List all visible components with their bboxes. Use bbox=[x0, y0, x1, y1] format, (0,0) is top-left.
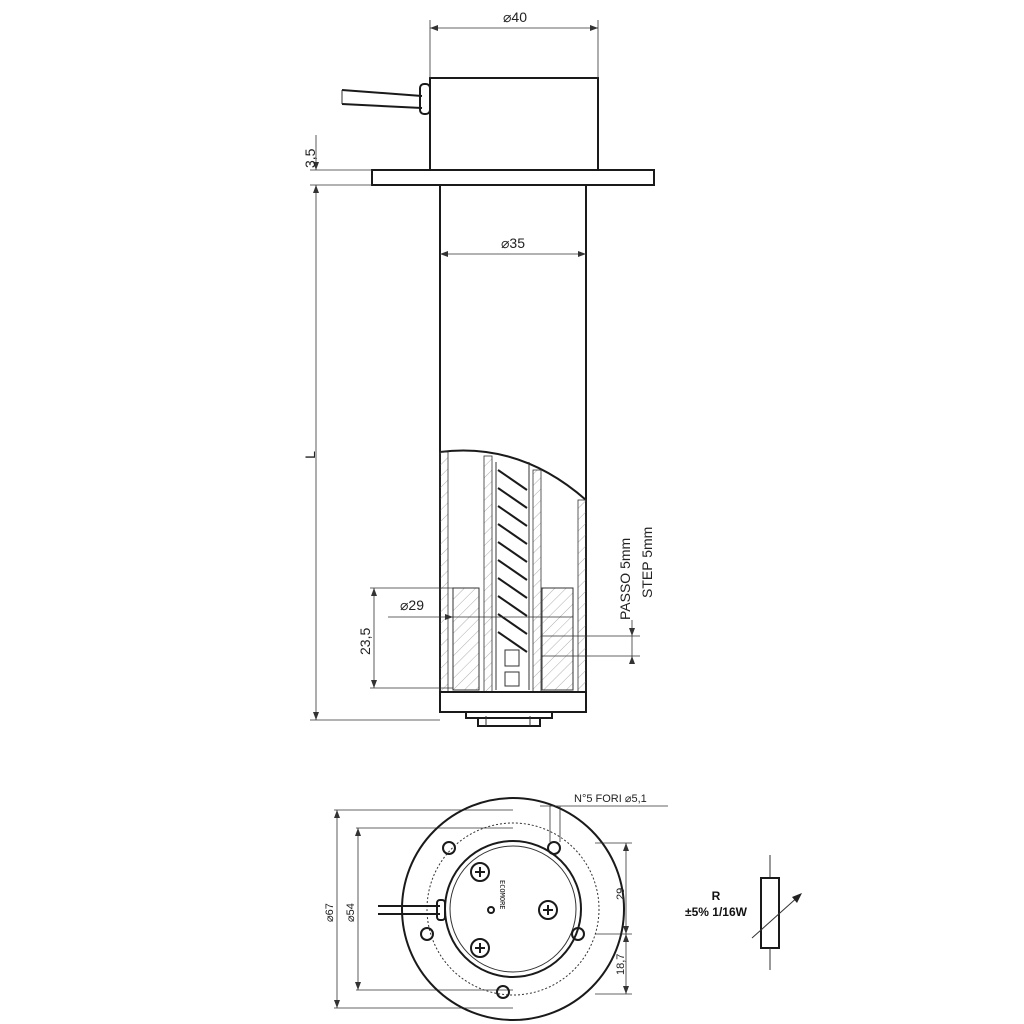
bolt-holes bbox=[420, 841, 585, 999]
dim-dia-54: ⌀54 bbox=[345, 828, 361, 990]
cutaway-section bbox=[439, 451, 587, 693]
bottom-cap bbox=[439, 691, 587, 727]
label-dim-187: 18,7 bbox=[615, 954, 627, 975]
cable bbox=[341, 83, 431, 115]
label-holes: N°5 FORI ⌀5,1 bbox=[574, 793, 647, 805]
label-dia-outer: ⌀67 bbox=[324, 903, 336, 922]
reed-chain bbox=[495, 462, 530, 690]
flange-outer bbox=[401, 797, 625, 1021]
label-step: STEP 5mm bbox=[639, 527, 655, 598]
dim-29-187: 29 18,7 bbox=[595, 842, 632, 995]
screws bbox=[470, 862, 558, 958]
side-view: ⌀40 ⌀35 3,5 L bbox=[302, 9, 655, 727]
cable-top bbox=[378, 899, 446, 921]
bolt-circle bbox=[426, 822, 600, 996]
label-float-h: 23,5 bbox=[357, 628, 373, 655]
dim-dia-35: ⌀35 bbox=[440, 235, 586, 257]
label-flange-thk: 3,5 bbox=[302, 148, 318, 168]
label-res-r: R bbox=[712, 889, 721, 903]
float bbox=[452, 587, 480, 691]
label-dia-tube: ⌀35 bbox=[501, 235, 525, 251]
holes-callout: N°5 FORI ⌀5,1 bbox=[540, 793, 668, 842]
dim-dia-29: ⌀29 bbox=[370, 587, 573, 689]
label-length: L bbox=[302, 451, 318, 459]
label-dim-29: 29 bbox=[615, 888, 627, 900]
dim-length: L bbox=[302, 185, 440, 721]
label-res-spec: ±5% 1/16W bbox=[685, 905, 748, 919]
head-outline bbox=[444, 840, 582, 978]
dim-step: PASSO 5mm STEP 5mm bbox=[541, 527, 655, 664]
dim-dia-40: ⌀40 bbox=[429, 9, 599, 78]
flange bbox=[371, 169, 655, 186]
dim-flange: 3,5 bbox=[302, 135, 372, 193]
top-view: ⌀67 ⌀54 bbox=[324, 793, 668, 1021]
label-dia-pcd: ⌀54 bbox=[345, 903, 357, 922]
label-dia-float: ⌀29 bbox=[400, 597, 424, 613]
dim-float-height: 23,5 bbox=[357, 588, 377, 688]
label-passo: PASSO 5mm bbox=[617, 538, 633, 620]
brand-text: ECOMORE bbox=[498, 880, 506, 910]
resistor-symbol: R ±5% 1/16W bbox=[685, 855, 802, 970]
head-housing bbox=[429, 77, 599, 171]
label-dia-top: ⌀40 bbox=[503, 9, 527, 25]
dim-dia-67: ⌀67 bbox=[324, 810, 340, 1008]
